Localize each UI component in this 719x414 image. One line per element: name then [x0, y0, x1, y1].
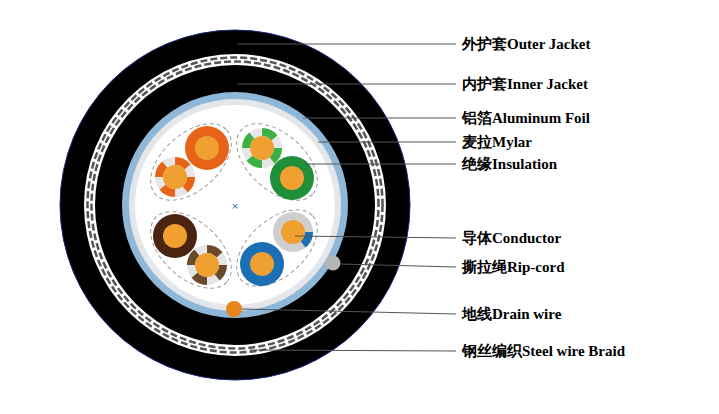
- insulation-label: 绝缘Insulation: [461, 155, 558, 173]
- inner-jacket: [95, 65, 375, 345]
- pair-outline: [137, 197, 246, 303]
- braid-strand: [92, 62, 379, 349]
- foil-label: 铝箔Aluminum Foil: [461, 109, 591, 127]
- inner-jacket-label: 内护套Inner Jacket: [461, 75, 589, 93]
- solid-conductors: [153, 126, 314, 286]
- braid-label: 钢丝编织Steel wire Braid: [461, 342, 626, 360]
- rip-cord: [326, 256, 341, 271]
- leader-lines: [238, 44, 456, 351]
- rip-cord-label: 撕拉绳Rip-cord: [461, 258, 566, 276]
- pair-outline: [223, 195, 332, 301]
- pair-outline: [223, 109, 332, 215]
- outer-jacket: [60, 30, 410, 380]
- pair-outline: [137, 109, 246, 215]
- conductor-label: 导体Conductor: [461, 229, 562, 247]
- core-filler: [135, 105, 335, 305]
- center-mark: ×: [231, 201, 239, 211]
- steel-braid: [84, 54, 386, 356]
- mylar-label: 麦拉Mylar: [461, 133, 533, 151]
- mylar: [129, 99, 341, 311]
- braid-strand: [88, 58, 383, 353]
- striped-conductors: [155, 128, 313, 285]
- drain-wire: [226, 301, 242, 317]
- aluminum-foil: [122, 92, 348, 318]
- outer-jacket-label: 外护套Outer Jacket: [461, 35, 591, 53]
- drain-wire-label: 地线Drain wire: [461, 305, 562, 323]
